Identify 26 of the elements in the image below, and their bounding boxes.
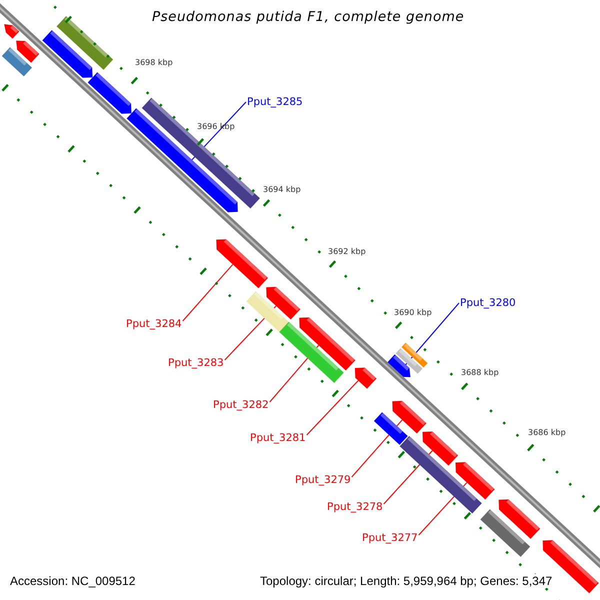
gene-block — [279, 322, 344, 383]
gene-label: Pput_3285 — [247, 96, 303, 108]
footer-text: Accession: NC_009512 — [10, 574, 136, 588]
scale-label: 3698 kbp — [135, 58, 173, 67]
leader-line — [182, 264, 234, 322]
gene-label: Pput_3284 — [126, 318, 182, 330]
gene-label: Pput_3283 — [168, 357, 224, 369]
gene-block — [354, 368, 377, 389]
gene-label: Pput_3279 — [295, 474, 351, 486]
gene-label: Pput_3281 — [250, 432, 306, 444]
gene-label: Pput_3282 — [213, 399, 269, 411]
gene-label: Pput_3280 — [460, 297, 516, 309]
footer-text: Topology: circular; Length: 5,959,964 bp; Genes: 5,347 — [260, 574, 552, 588]
gene-label: Pput_3278 — [327, 501, 383, 513]
gene-label: Pput_3277 — [362, 532, 418, 544]
scale-label: 3692 kbp — [328, 247, 366, 256]
scale-label: 3688 kbp — [461, 368, 499, 377]
map-title: Pseudomonas putida F1, complete genome — [152, 9, 464, 25]
gene-block — [396, 348, 422, 374]
scale-label: 3686 kbp — [528, 428, 566, 437]
gene-block — [374, 412, 408, 445]
gene-block — [246, 291, 289, 332]
leader-line — [405, 302, 460, 366]
leader-line — [306, 380, 359, 436]
leader-line — [351, 419, 403, 478]
scale-label: 3690 kbp — [394, 308, 432, 317]
